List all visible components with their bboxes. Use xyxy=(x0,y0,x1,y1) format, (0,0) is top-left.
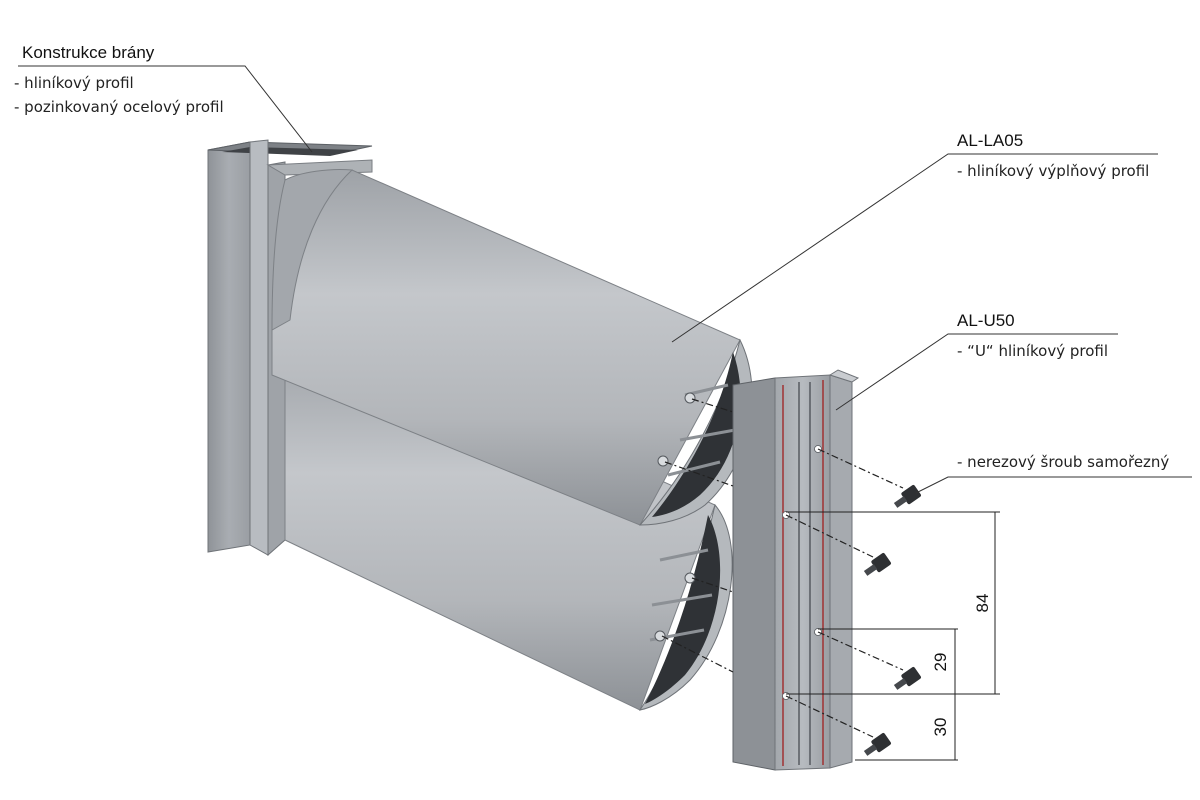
label-line: - pozinkovaný ocelový profil xyxy=(14,98,224,116)
label-line: - nerezový šroub samořezný xyxy=(957,453,1169,471)
label-title: Konstrukce brány xyxy=(22,43,155,62)
dimension-84: 84 xyxy=(973,594,992,613)
screw-channel-icon xyxy=(684,572,696,584)
label-title: AL-LA05 xyxy=(957,131,1023,150)
screw-icon xyxy=(863,553,891,576)
screws xyxy=(863,485,921,756)
u-profile xyxy=(732,369,860,771)
label-line: - “U“ hliníkový profil xyxy=(957,342,1108,360)
filler-profile-lower xyxy=(284,344,733,711)
dimension-lines xyxy=(786,511,1000,761)
label-u-profile: AL-U50 - “U“ hliníkový profil xyxy=(957,311,1108,360)
label-line: - hliníkový profil xyxy=(14,74,134,92)
screw-channel-icon xyxy=(657,455,669,467)
label-screw: - nerezový šroub samořezný xyxy=(957,453,1169,471)
assembly-axis-lines xyxy=(661,398,904,738)
dimension-29: 29 xyxy=(931,653,950,672)
label-line: - hliníkový výplňový profil xyxy=(957,162,1149,180)
screw-icon xyxy=(893,667,921,690)
leader-lines xyxy=(18,65,1192,494)
label-filler-profile: AL-LA05 - hliníkový výplňový profil xyxy=(957,131,1149,180)
screw-channel-icon xyxy=(654,630,666,642)
dimension-30: 30 xyxy=(931,718,950,737)
label-title: AL-U50 xyxy=(957,311,1015,330)
label-gate-frame: Konstrukce brány - hliníkový profil - po… xyxy=(14,43,224,116)
screw-channel-icon xyxy=(684,392,696,404)
screw-icon xyxy=(893,485,921,508)
filler-profile-upper xyxy=(271,169,753,526)
screw-icon xyxy=(863,733,891,756)
